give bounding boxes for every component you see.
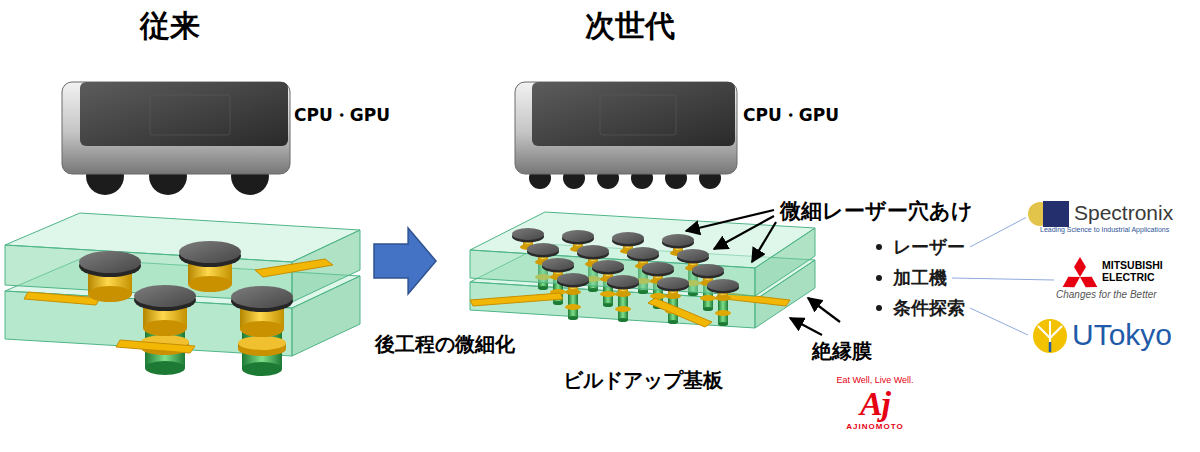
mitsubishi-mark (1060, 257, 1101, 292)
heading: 従来 (140, 6, 200, 47)
bullet-text: 加工機 (893, 266, 947, 290)
flow-arrow (374, 228, 436, 294)
buildup-substrate-figure (470, 212, 815, 328)
leader-line (970, 218, 1026, 248)
utokyo-mark (1033, 319, 1067, 353)
logo-wordmark: UTokyo (1072, 317, 1173, 353)
substrate-figure (5, 213, 360, 376)
utokyo-logo: UTokyo (1030, 317, 1173, 353)
chip-figure (515, 82, 737, 189)
cpu-chip: CPU・GPU (515, 80, 741, 192)
ajinomoto-logo: Eat Well, Live Well.AjAJINOMOTO (815, 374, 935, 432)
logo-tagline: Changes for the Better (1056, 289, 1163, 301)
bullet-text: レーザー (893, 235, 965, 259)
spectronix-logo: SpectronixLeading Science to Industrial … (1028, 200, 1174, 235)
logo-wordmark: MITSUBISHI ELECTRIC (1102, 259, 1163, 283)
leader-line (952, 278, 1054, 280)
logo-wordmark: Spectronix (1074, 200, 1174, 225)
substrate: 後工程の微細化 (0, 215, 372, 307)
cpu-chip: CPU・GPU (62, 80, 292, 192)
logo-wordmark: AJINOMOTO (815, 422, 935, 432)
buildup-substrate: ビルドアップ基板 (438, 215, 816, 307)
substrate-label: 後工程の微細化 (375, 331, 515, 358)
logo-tagline: Leading Science to Industrial Applicatio… (1040, 225, 1174, 235)
bullet-dots (876, 244, 882, 311)
substrate-label: ビルドアップ基板 (563, 367, 723, 394)
bullet-item: 加工機 (893, 266, 947, 290)
mitsubishi-logo: MITSUBISHI ELECTRIC Changes for the Bette… (1056, 259, 1163, 301)
bullet-item: レーザー (893, 235, 965, 259)
callout-arrows (686, 210, 840, 335)
bullet-text: 条件探索 (893, 296, 965, 320)
heading: 次世代 (585, 6, 675, 47)
logo-mark: Aj (815, 386, 935, 422)
leader-line (970, 308, 1028, 335)
callout-label: 微細レーザー穴あけ (780, 197, 973, 225)
logo-slogan: Eat Well, Live Well. (815, 374, 935, 386)
chip-label: CPU・GPU (294, 104, 390, 127)
callout-label: 絶縁膜 (812, 338, 872, 365)
chip-figure (62, 82, 290, 195)
spectronix-mark (1028, 201, 1069, 227)
bullet-item: 条件探索 (893, 296, 965, 320)
chip-label: CPU・GPU (743, 104, 839, 127)
